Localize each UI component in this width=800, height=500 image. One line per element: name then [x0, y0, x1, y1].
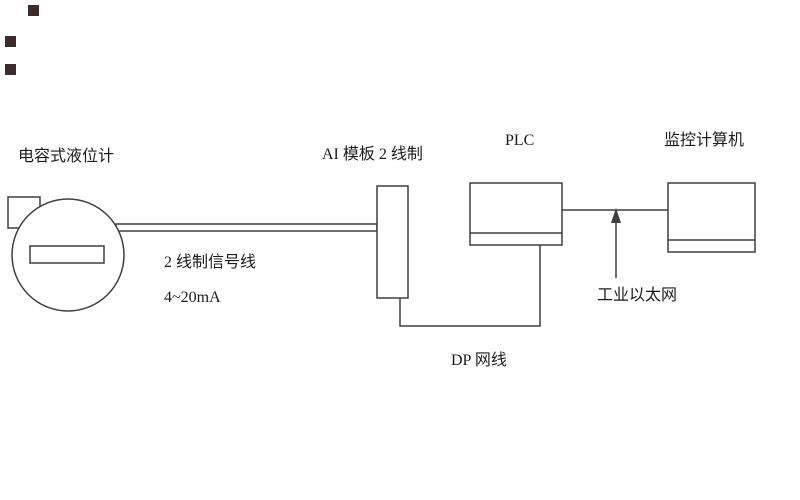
- level-gauge-label: 电容式液位计: [18, 148, 115, 165]
- plc-box: [469, 182, 563, 246]
- monitor-computer-box: [667, 182, 756, 253]
- level-gauge-display: [29, 245, 105, 264]
- signal-cable-line: [115, 223, 378, 232]
- dp-cable-line: [399, 245, 541, 327]
- ethernet-arrow-head-icon: [611, 208, 621, 223]
- ai-module-label: AI 模板 2 线制: [322, 146, 423, 163]
- plc-label: PLC: [505, 132, 535, 149]
- watermark-mark: [5, 36, 16, 47]
- industrial-ethernet-label: 工业以太网: [597, 287, 678, 304]
- watermark-mark: [5, 64, 16, 75]
- current-range-label: 4~20mA: [164, 289, 221, 306]
- watermark-marks: [5, 5, 39, 75]
- diagram-shapes: [7, 182, 756, 327]
- dp-cable-label: DP 网线: [451, 352, 507, 369]
- ai-module-box: [376, 185, 409, 299]
- signal-line-label: 2 线制信号线: [164, 254, 257, 271]
- monitor-computer-label: 监控计算机: [664, 132, 745, 149]
- watermark-mark: [28, 5, 39, 16]
